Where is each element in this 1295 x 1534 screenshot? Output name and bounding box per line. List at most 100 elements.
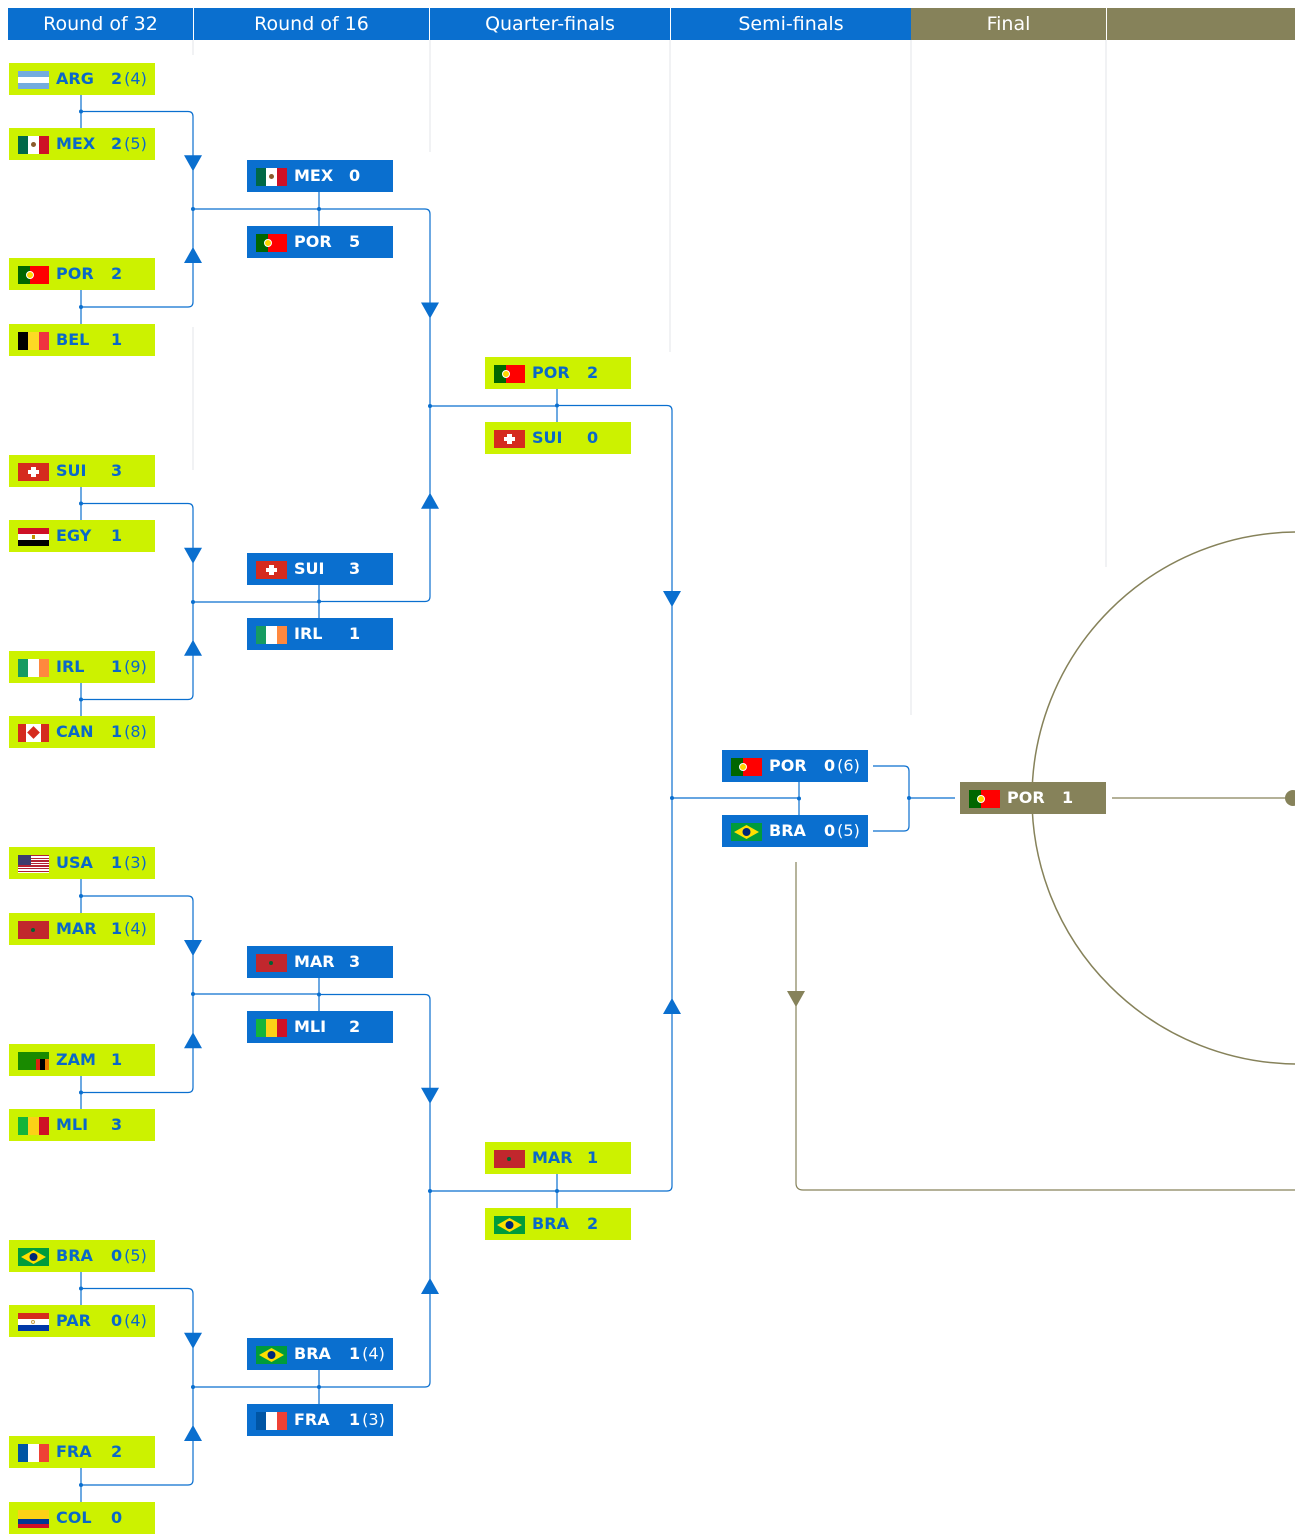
team-score: 3 — [349, 946, 360, 978]
canada-flag-icon — [18, 724, 49, 742]
team-code: POR — [56, 264, 94, 283]
morocco-flag-icon — [18, 921, 49, 939]
score-value: 1 — [1062, 788, 1074, 807]
header-round-of-32: Round of 32 — [8, 8, 193, 40]
team-score: 1(9) — [111, 651, 147, 683]
switzerland-flag-icon — [494, 430, 525, 448]
team-entry-por[interactable]: POR 5 — [247, 226, 393, 258]
penalty-score: (4) — [362, 1344, 385, 1363]
team-code: POR — [532, 363, 570, 382]
mali-flag-icon — [256, 1019, 287, 1037]
score-value: 2 — [349, 1017, 361, 1036]
team-code: ARG — [56, 69, 94, 88]
third-place-path — [795, 862, 1295, 1191]
team-score: 1(3) — [349, 1404, 385, 1436]
arrow-up-icon — [421, 1278, 439, 1294]
score-value: 3 — [111, 461, 123, 480]
portugal-flag-icon — [256, 234, 287, 252]
score-value: 2 — [587, 363, 599, 382]
team-code: ZAM — [56, 1050, 96, 1069]
team-code: POR — [769, 756, 807, 775]
penalty-score: (3) — [362, 1410, 385, 1429]
team-entry-mar[interactable]: MAR 3 — [247, 946, 393, 978]
team-entry-zam[interactable]: ZAM 1 — [9, 1044, 155, 1076]
team-score: 2 — [349, 1011, 360, 1043]
penalty-score: (6) — [837, 756, 860, 775]
team-score: 0 — [587, 422, 598, 454]
team-code: MEX — [294, 166, 334, 185]
penalty-score: (5) — [837, 821, 860, 840]
team-score: 0 — [111, 1502, 122, 1534]
score-value: 1 — [349, 1410, 361, 1429]
team-score: 3 — [349, 553, 360, 585]
mali-flag-icon — [18, 1117, 49, 1135]
score-value: 2 — [587, 1214, 599, 1233]
team-score: 5 — [349, 226, 360, 258]
score-value: 1 — [111, 1050, 123, 1069]
mexico-flag-icon — [256, 168, 287, 186]
team-code: BRA — [56, 1246, 93, 1265]
colombia-flag-icon — [18, 1510, 49, 1528]
team-entry-por[interactable]: POR 0(6) — [722, 750, 868, 782]
team-entry-mli[interactable]: MLI 3 — [9, 1109, 155, 1141]
team-score: 1 — [1062, 782, 1073, 814]
team-score: 2(5) — [111, 128, 147, 160]
header-semi-finals: Semi-finals — [670, 8, 911, 40]
belgium-flag-icon — [18, 332, 49, 350]
score-value: 3 — [349, 952, 361, 971]
arrow-up-icon — [184, 639, 202, 656]
team-code: MLI — [56, 1115, 89, 1134]
team-score: 2 — [111, 1436, 122, 1468]
semi-bracket — [873, 765, 910, 832]
switzerland-flag-icon — [18, 463, 49, 481]
team-code: MAR — [56, 919, 97, 938]
score-value: 1 — [111, 330, 123, 349]
france-flag-icon — [18, 1444, 49, 1462]
team-score: 1(4) — [349, 1338, 385, 1370]
score-value: 0 — [587, 428, 599, 447]
score-value: 1 — [111, 526, 123, 545]
arrow-down-icon — [184, 547, 202, 564]
team-code: POR — [294, 232, 332, 251]
team-code: MAR — [294, 952, 335, 971]
header-final-extension — [1106, 8, 1295, 40]
score-value: 0 — [111, 1508, 123, 1527]
team-entry-por[interactable]: POR 2 — [485, 357, 631, 389]
round16-bracket — [319, 993, 431, 1388]
penalty-score: (3) — [124, 853, 147, 872]
score-value: 5 — [349, 232, 361, 251]
arrow-down-icon — [421, 1087, 439, 1104]
mexico-flag-icon — [18, 136, 49, 154]
score-value: 3 — [111, 1115, 123, 1134]
team-score: 0(6) — [824, 750, 860, 782]
brazil-flag-icon — [494, 1216, 525, 1234]
arrow-down-icon — [663, 591, 681, 607]
brazil-flag-icon — [731, 823, 762, 841]
team-code: PAR — [56, 1311, 91, 1330]
